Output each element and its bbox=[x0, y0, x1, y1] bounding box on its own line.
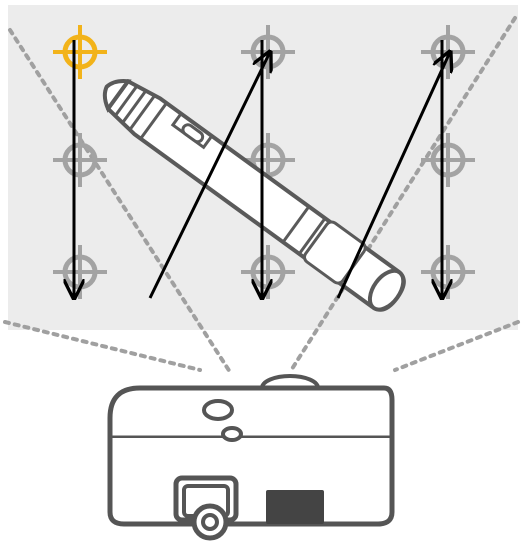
projector-icon bbox=[107, 374, 395, 541]
calibration-sequence-arrows bbox=[74, 40, 450, 298]
projection-cone bbox=[3, 16, 520, 374]
interactive-pen-icon bbox=[102, 79, 406, 312]
sequence-arrow-4-diagonal-up bbox=[336, 52, 450, 299]
sequence-arrow-2-diagonal-up bbox=[148, 52, 270, 299]
